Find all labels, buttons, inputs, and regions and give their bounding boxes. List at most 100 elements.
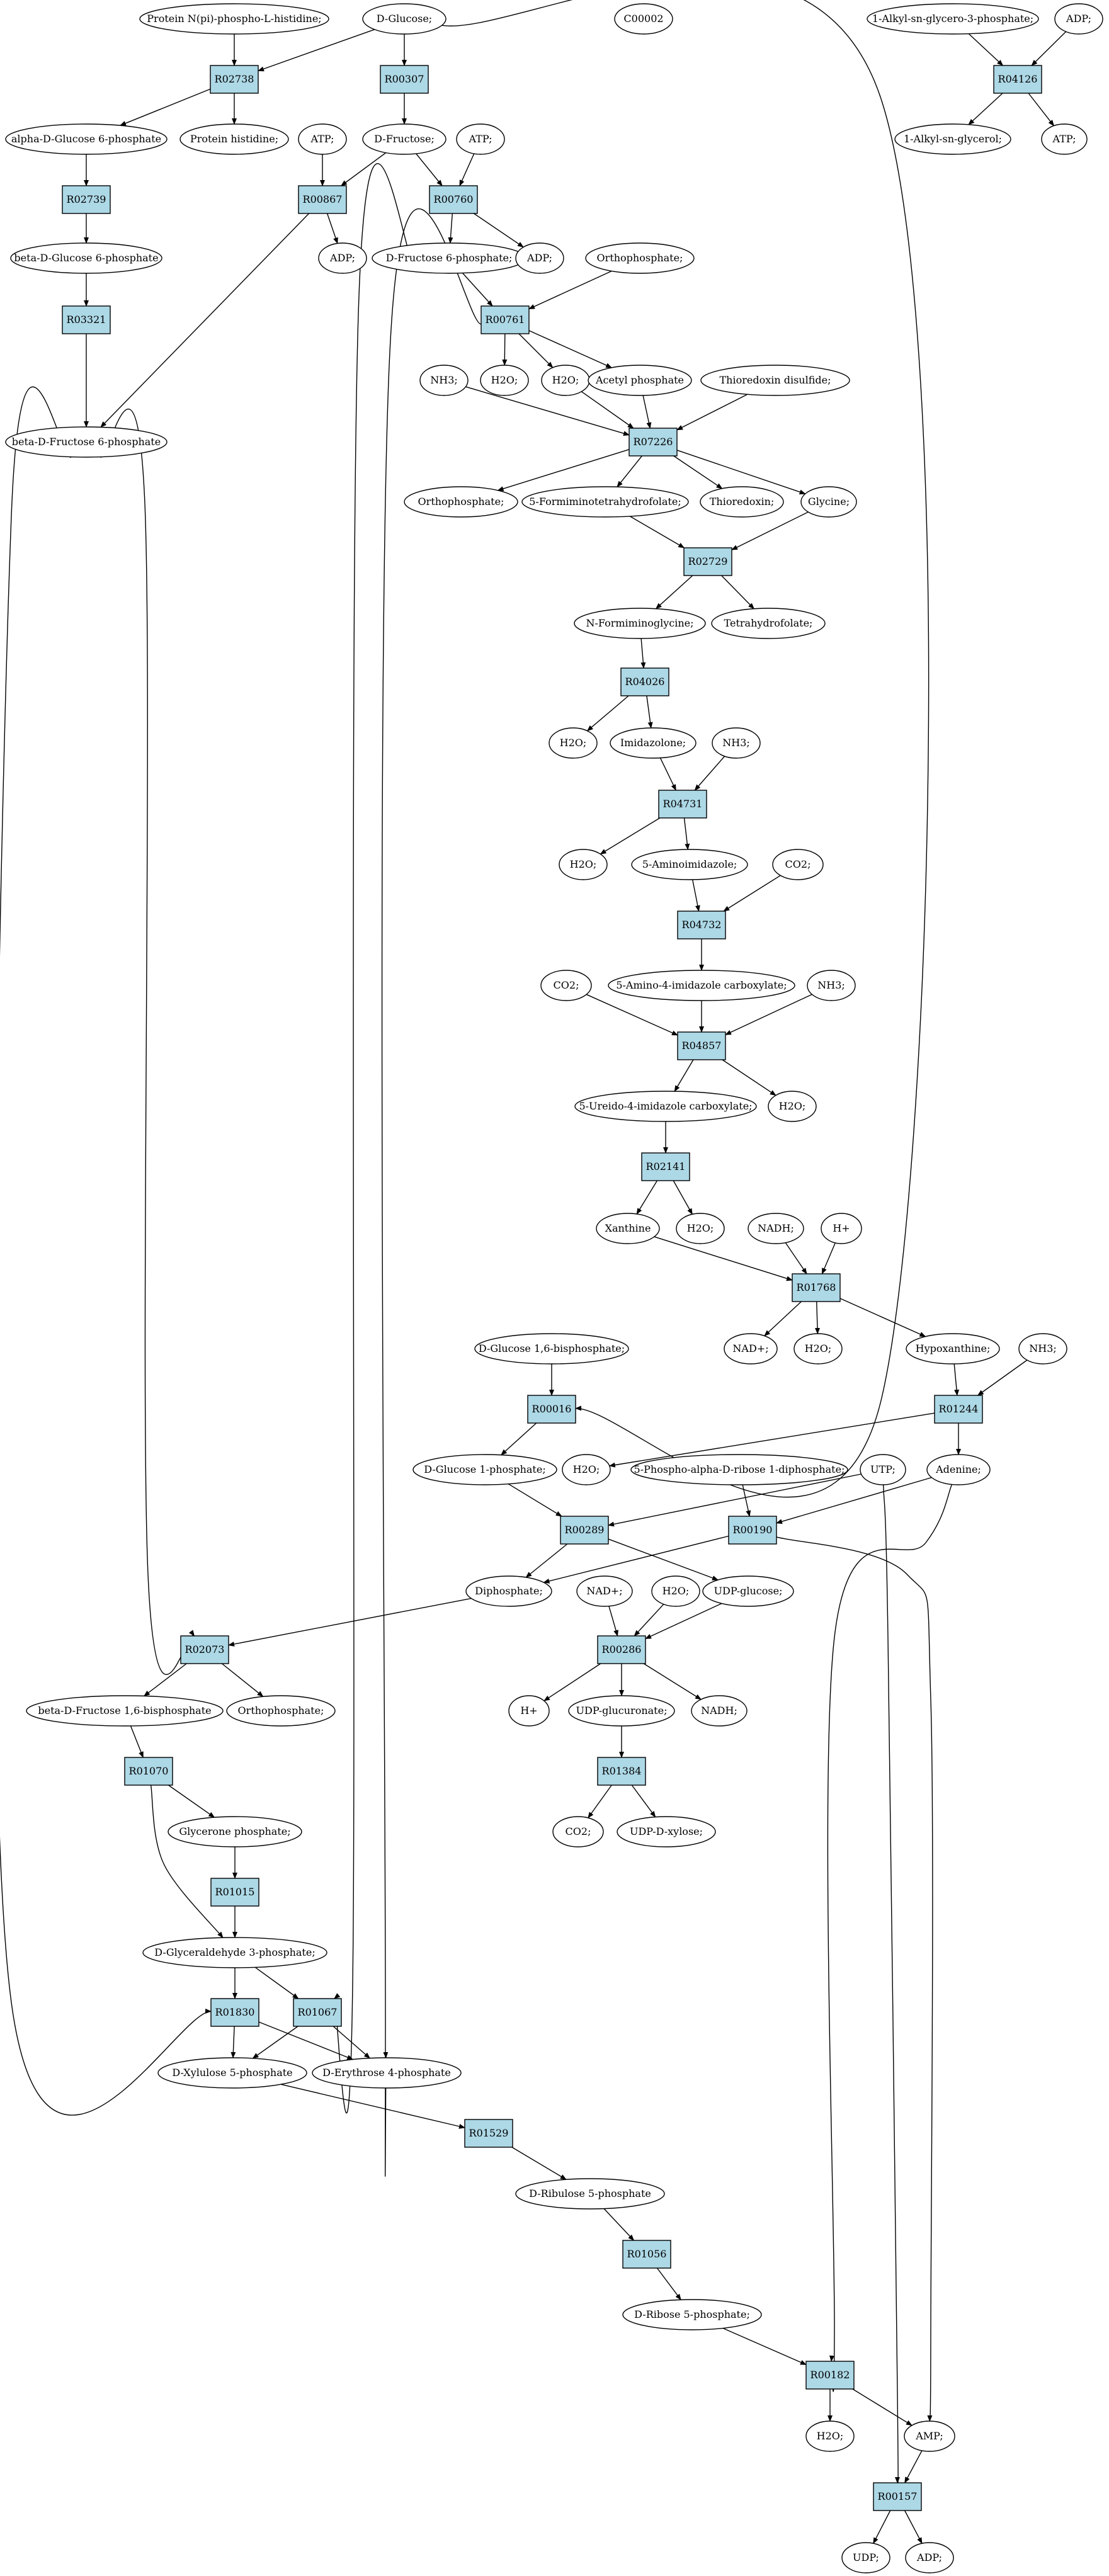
compound-node-protein_histidine[interactable]: Protein histidine; bbox=[179, 123, 289, 155]
compound-node-hypoxanthine[interactable]: Hypoxanthine; bbox=[906, 1333, 1000, 1365]
compound-node-imidazolone[interactable]: Imidazolone; bbox=[610, 727, 697, 759]
compound-node-g1p[interactable]: D-Glucose 1-phosphate; bbox=[412, 1454, 557, 1485]
reaction-node-r00157[interactable]: R00157 bbox=[873, 2482, 922, 2511]
compound-node-adp_1[interactable]: ADP; bbox=[318, 242, 367, 274]
compound-node-atp_3[interactable]: ATP; bbox=[1041, 123, 1088, 155]
compound-node-nadh_2[interactable]: NADH; bbox=[691, 1695, 748, 1727]
compound-node-udp_glucose[interactable]: UDP-glucose; bbox=[702, 1575, 794, 1607]
compound-node-ribose5p[interactable]: D-Ribose 5-phosphate; bbox=[622, 2299, 762, 2330]
compound-node-nh3_1[interactable]: NH3; bbox=[419, 365, 469, 396]
compound-node-orthophosphate_3[interactable]: Orthophosphate; bbox=[226, 1695, 336, 1727]
compound-node-alkyl_glycero3p[interactable]: 1-Alkyl-sn-glycero-3-phosphate; bbox=[867, 3, 1039, 35]
compound-node-atp_2[interactable]: ATP; bbox=[456, 123, 505, 155]
reaction-node-r01384[interactable]: R01384 bbox=[597, 1757, 646, 1786]
compound-node-alpha_g6p[interactable]: alpha-D-Glucose 6-phosphate bbox=[5, 123, 168, 155]
reaction-node-r01067[interactable]: R01067 bbox=[293, 1998, 342, 2027]
compound-node-diphosphate[interactable]: Diphosphate; bbox=[465, 1575, 552, 1607]
compound-node-nad_plus_2[interactable]: NAD+; bbox=[576, 1575, 633, 1607]
compound-node-amino_imidazole_carboxylate[interactable]: 5-Amino-4-imidazole carboxylate; bbox=[608, 970, 795, 1001]
compound-node-h2o_7[interactable]: H2O; bbox=[793, 1333, 843, 1365]
compound-node-h2o_2[interactable]: H2O; bbox=[541, 365, 590, 396]
compound-node-d_glucose[interactable]: D-Glucose; bbox=[362, 3, 446, 35]
compound-node-ureido_imidazole_carboxylate[interactable]: 5-Ureido-4-imidazole carboxylate; bbox=[574, 1091, 757, 1122]
reaction-node-r00182[interactable]: R00182 bbox=[805, 2361, 855, 2390]
reaction-node-r01529[interactable]: R01529 bbox=[464, 2119, 513, 2148]
compound-node-glycine[interactable]: Glycine; bbox=[800, 486, 857, 518]
reaction-node-r04026[interactable]: R04026 bbox=[620, 667, 669, 696]
compound-node-adp_3[interactable]: ADP; bbox=[905, 2542, 954, 2573]
reaction-node-r03321[interactable]: R03321 bbox=[62, 305, 111, 334]
compound-node-prpp[interactable]: 5-Phospho-alpha-D-ribose 1-diphosphate; bbox=[630, 1454, 848, 1485]
compound-node-h2o_1[interactable]: H2O; bbox=[480, 365, 529, 396]
compound-node-udp[interactable]: UDP; bbox=[841, 2542, 890, 2573]
compound-node-gap[interactable]: D-Glyceraldehyde 3-phosphate; bbox=[142, 1937, 327, 1968]
reaction-node-r01015[interactable]: R01015 bbox=[210, 1878, 259, 1907]
reaction-node-r02073[interactable]: R02073 bbox=[180, 1635, 229, 1664]
compound-node-beta_f16bp[interactable]: beta-D-Fructose 1,6-bisphosphate bbox=[26, 1695, 224, 1727]
reaction-node-r01244[interactable]: R01244 bbox=[934, 1395, 983, 1424]
reaction-node-r00867[interactable]: R00867 bbox=[298, 185, 347, 214]
compound-node-atp_1[interactable]: ATP; bbox=[298, 123, 347, 155]
compound-node-udp_glucuronate[interactable]: UDP-glucuronate; bbox=[568, 1695, 675, 1727]
compound-node-h_plus_2[interactable]: H+ bbox=[508, 1695, 550, 1727]
compound-node-co2_2[interactable]: CO2; bbox=[540, 970, 592, 1001]
reaction-node-r00286[interactable]: R00286 bbox=[597, 1635, 646, 1664]
compound-node-g16bp[interactable]: D-Glucose 1,6-bisphosphate; bbox=[474, 1333, 629, 1365]
compound-node-beta_g6p[interactable]: beta-D-Glucose 6-phosphate bbox=[10, 242, 162, 274]
compound-node-adenine[interactable]: Adenine; bbox=[926, 1454, 991, 1485]
compound-node-co2_1[interactable]: CO2; bbox=[772, 849, 824, 880]
compound-node-thioredoxin_disulfide[interactable]: Thioredoxin disulfide; bbox=[700, 365, 850, 396]
reaction-node-r04731[interactable]: R04731 bbox=[658, 790, 707, 819]
reaction-node-r02729[interactable]: R02729 bbox=[683, 547, 732, 576]
reaction-node-r00190[interactable]: R00190 bbox=[728, 1516, 777, 1545]
compound-node-xanthine[interactable]: Xanthine bbox=[596, 1213, 660, 1244]
compound-node-alkyl_glycerol[interactable]: 1-Alkyl-sn-glycerol; bbox=[894, 123, 1011, 155]
compound-node-formiminothf[interactable]: 5-Formiminotetrahydrofolate; bbox=[521, 486, 689, 518]
reaction-node-r00289[interactable]: R00289 bbox=[560, 1516, 609, 1545]
compound-node-c00002[interactable]: C00002 bbox=[614, 3, 673, 35]
compound-node-orthophosphate_1[interactable]: Orthophosphate; bbox=[585, 242, 695, 274]
compound-node-d_f6p[interactable]: D-Fructose 6-phosphate; bbox=[372, 242, 526, 274]
compound-node-orthophosphate_2[interactable]: Orthophosphate; bbox=[404, 486, 518, 518]
compound-node-co2_3[interactable]: CO2; bbox=[552, 1816, 604, 1847]
reaction-node-r04732[interactable]: R04732 bbox=[677, 911, 726, 939]
compound-node-nadh_1[interactable]: NADH; bbox=[748, 1213, 804, 1244]
compound-node-nh3_4[interactable]: NH3; bbox=[1018, 1333, 1067, 1365]
compound-node-erythrose4p[interactable]: D-Erythrose 4-phosphate bbox=[312, 2057, 462, 2089]
reaction-node-r02739[interactable]: R02739 bbox=[62, 185, 111, 214]
reaction-node-r07226[interactable]: R07226 bbox=[628, 428, 678, 457]
compound-node-protein_nphospho[interactable]: Protein N(pi)-phospho-L-histidine; bbox=[139, 3, 329, 35]
reaction-node-r01768[interactable]: R01768 bbox=[792, 1273, 841, 1302]
reaction-node-r00016[interactable]: R00016 bbox=[527, 1395, 576, 1424]
compound-node-acetyl_phosphate[interactable]: Acetyl phosphate bbox=[588, 365, 692, 396]
compound-node-aminoimidazole[interactable]: 5-Aminoimidazole; bbox=[631, 849, 748, 880]
compound-node-udp_xylose[interactable]: UDP-D-xylose; bbox=[617, 1816, 716, 1847]
reaction-node-r00760[interactable]: R00760 bbox=[429, 185, 478, 214]
reaction-node-r01070[interactable]: R01070 bbox=[124, 1757, 173, 1786]
compound-node-glycerone_phosphate[interactable]: Glycerone phosphate; bbox=[168, 1816, 302, 1847]
compound-node-h2o_9[interactable]: H2O; bbox=[651, 1575, 700, 1607]
reaction-node-r01830[interactable]: R01830 bbox=[210, 1998, 259, 2027]
compound-node-h2o_8[interactable]: H2O; bbox=[562, 1454, 611, 1485]
reaction-node-r04857[interactable]: R04857 bbox=[677, 1031, 726, 1060]
reaction-node-r01056[interactable]: R01056 bbox=[622, 2240, 671, 2269]
compound-node-amp[interactable]: AMP; bbox=[904, 2420, 955, 2452]
compound-node-xylulose5p[interactable]: D-Xylulose 5-phosphate bbox=[157, 2057, 307, 2089]
compound-node-ribulose5p[interactable]: D-Ribulose 5-phosphate bbox=[515, 2178, 665, 2210]
reaction-node-r02141[interactable]: R02141 bbox=[641, 1152, 690, 1181]
compound-node-h2o_3[interactable]: H2O; bbox=[549, 727, 598, 759]
reaction-node-r04126[interactable]: R04126 bbox=[993, 65, 1042, 94]
compound-node-nad_plus_1[interactable]: NAD+; bbox=[724, 1333, 778, 1365]
compound-node-thioredoxin[interactable]: Thioredoxin; bbox=[700, 486, 784, 518]
compound-node-beta_f6p[interactable]: beta-D-Fructose 6-phosphate bbox=[5, 426, 168, 458]
compound-node-adp_2[interactable]: ADP; bbox=[515, 242, 564, 274]
compound-node-d_fructose[interactable]: D-Fructose; bbox=[362, 123, 446, 155]
compound-node-utp[interactable]: UTP; bbox=[860, 1454, 906, 1485]
reaction-node-r00761[interactable]: R00761 bbox=[481, 305, 530, 334]
compound-node-h2o_10[interactable]: H2O; bbox=[805, 2420, 855, 2452]
compound-node-h2o_4[interactable]: H2O; bbox=[559, 849, 608, 880]
compound-node-h2o_6[interactable]: H2O; bbox=[676, 1213, 725, 1244]
reaction-node-r00307[interactable]: R00307 bbox=[380, 65, 429, 94]
compound-node-nh3_3[interactable]: NH3; bbox=[807, 970, 856, 1001]
compound-node-nh3_2[interactable]: NH3; bbox=[712, 727, 761, 759]
